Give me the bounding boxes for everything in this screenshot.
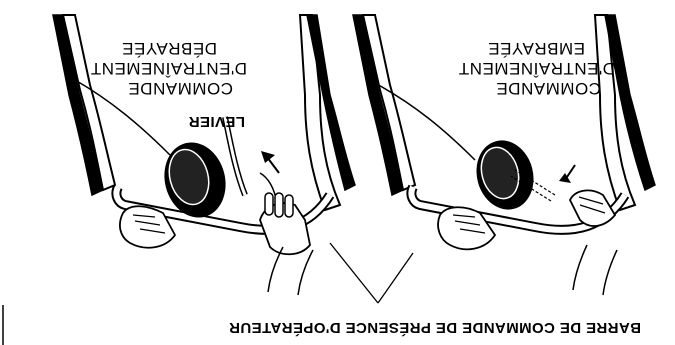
disengaged-label-line3: DÉBRAYÉE xyxy=(122,39,217,58)
leader-line-right xyxy=(378,253,413,303)
rotated-illustration: BARRE DE COMMANDE DE PRÉSENCE D'OPÉRATEU… xyxy=(3,15,655,345)
hand-left-engaged xyxy=(570,190,615,226)
disengaged-label-line1: COMMANDE xyxy=(128,79,233,98)
engaged-label-line3: EMBRAYÉE xyxy=(488,39,585,58)
leader-line-left xyxy=(330,243,378,303)
disengaged-label-line2: D'ENTRAÎNEMENT xyxy=(90,59,247,78)
operator-bar-label: BARRE DE COMMANDE DE PRÉSENCE D'OPÉRATEU… xyxy=(229,319,641,336)
engaged-label-line2: D'ENTRAÎNEMENT xyxy=(458,59,615,78)
engaged-label-line1: COMMANDE xyxy=(496,79,601,98)
lever-label: LEVIER xyxy=(188,113,245,130)
